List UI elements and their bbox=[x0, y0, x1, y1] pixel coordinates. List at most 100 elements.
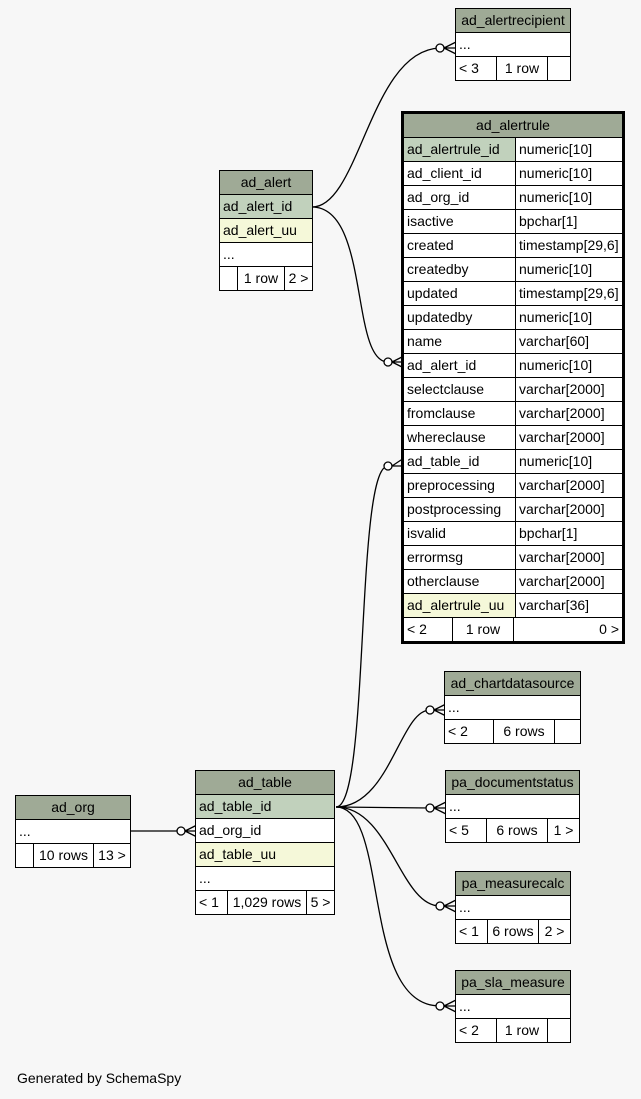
column-row[interactable]: whereclause varchar[2000] bbox=[404, 426, 622, 450]
column-row[interactable]: fromclause varchar[2000] bbox=[404, 402, 622, 426]
table-pa-measurecalc[interactable]: pa_measurecalc ... < 1 6 rows 2 > bbox=[455, 871, 571, 944]
column-name[interactable]: ad_org_id bbox=[407, 189, 470, 205]
parents-count[interactable]: < 5 bbox=[449, 822, 469, 838]
column-type: varchar[2000] bbox=[515, 378, 622, 401]
edge-table-slameasure bbox=[335, 806, 441, 1007]
table-ad-alert[interactable]: ad_alert ad_alert_id ad_alert_uu ... 1 r… bbox=[219, 170, 313, 291]
children-count[interactable]: 2 > bbox=[284, 267, 312, 290]
column-name[interactable]: updatedby bbox=[407, 309, 473, 325]
column-name[interactable]: errormsg bbox=[407, 549, 464, 565]
children-count[interactable]: 2 > bbox=[538, 920, 570, 943]
children-count[interactable] bbox=[547, 1019, 570, 1042]
column-type: varchar[2000] bbox=[515, 426, 622, 449]
children-count[interactable]: 5 > bbox=[306, 891, 334, 914]
column-row[interactable]: postprocessing varchar[2000] bbox=[404, 498, 622, 522]
column-name[interactable]: ad_alertrule_id bbox=[404, 138, 515, 161]
column-type: varchar[60] bbox=[515, 330, 622, 353]
children-count[interactable] bbox=[554, 720, 580, 743]
table-header[interactable]: pa_sla_measure bbox=[456, 971, 570, 995]
column-row[interactable]: selectclause varchar[2000] bbox=[404, 378, 622, 402]
children-count[interactable]: 1 > bbox=[547, 819, 579, 842]
column-ad-table-id[interactable]: ad_table_id bbox=[199, 798, 272, 814]
column-ad-alert-id[interactable]: ad_alert_id bbox=[223, 198, 293, 214]
parents-count[interactable]: < 2 bbox=[459, 1022, 479, 1038]
column-name[interactable]: created bbox=[407, 237, 454, 253]
column-name[interactable]: selectclause bbox=[407, 381, 485, 397]
column-name[interactable]: ad_alert_id bbox=[407, 357, 477, 373]
column-name[interactable]: whereclause bbox=[407, 429, 486, 445]
column-ad-table-uu[interactable]: ad_table_uu bbox=[199, 846, 277, 862]
table-header[interactable]: ad_org bbox=[16, 796, 130, 820]
parents-count[interactable]: < 1 bbox=[459, 923, 479, 939]
column-name[interactable]: postprocessing bbox=[407, 501, 502, 517]
children-count[interactable]: 13 > bbox=[93, 844, 130, 867]
parents-count[interactable] bbox=[16, 844, 33, 867]
column-name[interactable]: preprocessing bbox=[407, 477, 495, 493]
table-header[interactable]: ad_alert bbox=[220, 171, 312, 195]
column-type: timestamp[29,6] bbox=[515, 234, 622, 257]
parents-count[interactable]: < 1 bbox=[199, 894, 219, 910]
column-name[interactable]: isactive bbox=[407, 213, 454, 229]
row-count: 1 row bbox=[496, 1019, 547, 1042]
column-name[interactable]: name bbox=[407, 333, 443, 349]
parents-count[interactable]: < 2 bbox=[407, 621, 427, 637]
parents-count[interactable] bbox=[220, 267, 237, 290]
column-row[interactable]: created timestamp[29,6] bbox=[404, 234, 622, 258]
column-row[interactable]: otherclause varchar[2000] bbox=[404, 570, 622, 594]
table-header[interactable]: pa_measurecalc bbox=[456, 872, 570, 896]
table-header[interactable]: ad_chartdatasource bbox=[445, 672, 580, 696]
column-name[interactable]: ad_table_id bbox=[407, 453, 480, 469]
ellipsis: ... bbox=[445, 696, 580, 720]
table-pa-sla-measure[interactable]: pa_sla_measure ... < 2 1 row bbox=[455, 970, 571, 1043]
table-pa-documentstatus[interactable]: pa_documentstatus ... < 5 6 rows 1 > bbox=[445, 770, 580, 843]
row-count: 6 rows bbox=[486, 819, 547, 842]
column-row[interactable]: updatedby numeric[10] bbox=[404, 306, 622, 330]
table-header[interactable]: ad_table bbox=[196, 771, 334, 795]
table-ad-alertrecipient[interactable]: ad_alertrecipient ... < 3 1 row bbox=[455, 8, 571, 81]
column-type: numeric[10] bbox=[515, 306, 622, 329]
table-ad-org[interactable]: ad_org ... 10 rows 13 > bbox=[15, 795, 131, 868]
column-type: varchar[2000] bbox=[515, 402, 622, 425]
children-count[interactable] bbox=[547, 57, 570, 80]
table-header[interactable]: ad_alertrule bbox=[404, 114, 622, 138]
ellipsis: ... bbox=[220, 243, 312, 267]
parents-count[interactable]: < 2 bbox=[448, 723, 468, 739]
column-row[interactable]: isactive bpchar[1] bbox=[404, 210, 622, 234]
column-type: varchar[2000] bbox=[515, 570, 622, 593]
edge-table-measurecalc bbox=[335, 806, 441, 907]
table-header[interactable]: pa_documentstatus bbox=[446, 771, 579, 795]
children-count[interactable]: 0 > bbox=[513, 618, 622, 641]
column-name[interactable]: ad_alertrule_uu bbox=[404, 594, 515, 617]
table-ad-chartdatasource[interactable]: ad_chartdatasource ... < 2 6 rows bbox=[444, 671, 581, 744]
column-ad-org-id[interactable]: ad_org_id bbox=[199, 822, 262, 838]
column-name[interactable]: createdby bbox=[407, 261, 469, 277]
column-type: numeric[10] bbox=[515, 138, 622, 161]
row-count: 1,029 rows bbox=[227, 891, 306, 914]
column-ad-alert-uu[interactable]: ad_alert_uu bbox=[223, 222, 297, 238]
column-name[interactable]: ad_client_id bbox=[407, 165, 482, 181]
row-count: 1 row bbox=[496, 57, 547, 80]
column-type: varchar[2000] bbox=[515, 498, 622, 521]
ellipsis: ... bbox=[196, 867, 334, 891]
column-row[interactable]: name varchar[60] bbox=[404, 330, 622, 354]
column-name[interactable]: fromclause bbox=[407, 405, 476, 421]
table-header[interactable]: ad_alertrecipient bbox=[456, 9, 570, 33]
column-name[interactable]: updated bbox=[407, 285, 458, 301]
column-name[interactable]: otherclause bbox=[407, 573, 480, 589]
column-type: bpchar[1] bbox=[515, 210, 622, 233]
column-name[interactable]: isvalid bbox=[407, 525, 446, 541]
parents-count[interactable]: < 3 bbox=[459, 60, 479, 76]
table-ad-table[interactable]: ad_table ad_table_id ad_org_id ad_table_… bbox=[195, 770, 335, 915]
